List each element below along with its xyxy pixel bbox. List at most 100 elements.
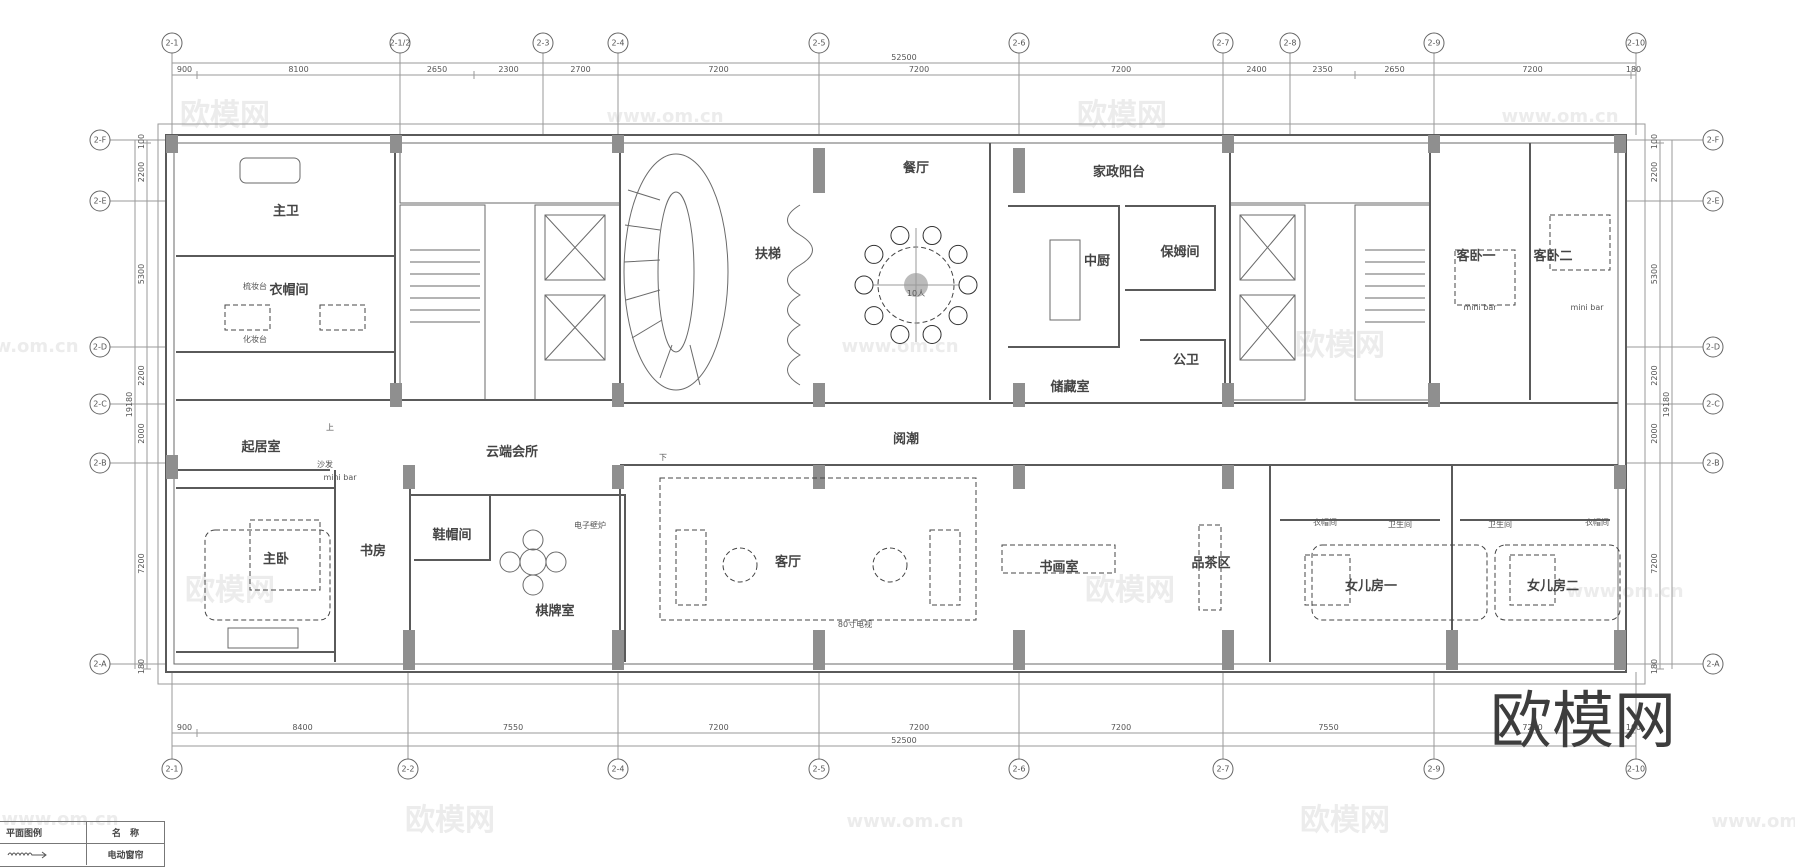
guest-bed bbox=[1454, 249, 1516, 306]
watermark-logo-large: 欧模网 bbox=[1490, 684, 1676, 757]
grid-label: 2-B bbox=[1706, 459, 1719, 468]
grid-bubble bbox=[808, 32, 830, 54]
grid-bubble bbox=[532, 32, 554, 54]
master-bed bbox=[249, 519, 321, 591]
grid-label: 2-7 bbox=[1216, 39, 1229, 48]
note-tv: 80寸电视 bbox=[838, 619, 872, 629]
watermark-url: www.om.cn bbox=[606, 106, 723, 127]
grid-label: 2-5 bbox=[812, 39, 825, 48]
watermark-logo: 欧模网 bbox=[1077, 98, 1167, 133]
grid-label: 2-F bbox=[1707, 136, 1720, 145]
room-label-guest-room-2: 客卧二 bbox=[1533, 248, 1572, 264]
grid-bubble bbox=[808, 758, 830, 780]
room-label-sitting-room: 起居室 bbox=[240, 439, 280, 455]
dimension-value: 180 bbox=[1626, 65, 1641, 74]
dimension-value: 7200 bbox=[1111, 65, 1131, 74]
legend-header-name: 名 称 bbox=[111, 829, 139, 839]
grid-bubble bbox=[1702, 653, 1724, 675]
dimension-value: 7200 bbox=[708, 723, 728, 732]
grid-label: 2-9 bbox=[1427, 765, 1440, 774]
room-label-storage: 储藏室 bbox=[1049, 379, 1089, 395]
room-label-service-balcony: 家政阳台 bbox=[1093, 164, 1145, 180]
note-bathroom: 卫生间 bbox=[1488, 519, 1512, 529]
grid-label: 2-D bbox=[1706, 343, 1720, 352]
grid-label: 2-F bbox=[94, 136, 107, 145]
dimension-value: 100 bbox=[1626, 723, 1641, 732]
note-stairs-down: 下 bbox=[659, 453, 667, 462]
room-label-living-room: 客厅 bbox=[775, 554, 801, 570]
dimension-value: 7200 bbox=[909, 723, 929, 732]
room-label-kitchen: 中厨 bbox=[1084, 253, 1110, 269]
grid-label: 2-5 bbox=[812, 765, 825, 774]
dining-chairs bbox=[854, 226, 978, 344]
bathtub bbox=[239, 157, 301, 184]
grid-bubble bbox=[607, 758, 629, 780]
grid-bubble bbox=[1702, 393, 1724, 415]
dimension-value: 2200 bbox=[1650, 365, 1659, 385]
grid-bubble bbox=[1008, 758, 1030, 780]
dimension-value: 2650 bbox=[427, 65, 447, 74]
grid-bubble bbox=[1702, 190, 1724, 212]
grid-bubble bbox=[161, 32, 183, 54]
feature-wall bbox=[787, 204, 813, 386]
grid-bubble bbox=[1008, 32, 1030, 54]
room-label-master-bath: 主卫 bbox=[273, 203, 299, 219]
room-label-card-room: 棋牌室 bbox=[534, 603, 574, 619]
dimension-value: 2200 bbox=[137, 365, 146, 385]
curtain-symbol-icon bbox=[0, 844, 87, 865]
grid-label: 2-D bbox=[93, 343, 107, 352]
painting-table bbox=[1001, 544, 1116, 574]
elevator-icon bbox=[544, 214, 1296, 361]
grid-bubble bbox=[607, 32, 629, 54]
watermark-logo: 欧模网 bbox=[1300, 803, 1390, 838]
room-label-dining: 餐厅 bbox=[902, 160, 929, 176]
elevator-core-left bbox=[534, 204, 621, 401]
watermark-logo: 欧模网 bbox=[405, 803, 495, 838]
grid-label: 2-9 bbox=[1427, 39, 1440, 48]
dimension-value: 2700 bbox=[570, 65, 590, 74]
grid-label: 2-A bbox=[93, 660, 107, 669]
note-mini-bar: mini bar bbox=[1463, 303, 1497, 312]
dimension-total: 19180 bbox=[125, 392, 134, 417]
dimension-value: 100 bbox=[1650, 134, 1659, 149]
sofa bbox=[675, 529, 707, 606]
furniture bbox=[204, 157, 1621, 649]
structural-columns bbox=[166, 135, 1626, 670]
legend-header: 平面图例 名 称 bbox=[0, 822, 164, 844]
grid-bubble bbox=[89, 190, 111, 212]
dimension-value: 2650 bbox=[1384, 65, 1404, 74]
room-label-tea-area: 品茶区 bbox=[1191, 555, 1230, 571]
watermark-url: www.om.cn bbox=[1711, 811, 1795, 832]
grid-label: 2-1/2 bbox=[390, 39, 411, 48]
grid-label: 2-4 bbox=[611, 39, 624, 48]
room-label-nanny-room: 保姆间 bbox=[1159, 244, 1199, 260]
room-label-shoe-closet: 鞋帽间 bbox=[432, 527, 471, 543]
dining-chair bbox=[864, 306, 884, 326]
dimension-total: 52500 bbox=[891, 736, 916, 745]
grid-label: 2-8 bbox=[1283, 39, 1296, 48]
grid-label: 2-E bbox=[93, 197, 106, 206]
room-label-sky-club: 云端会所 bbox=[486, 444, 538, 460]
grid-label: 2-1 bbox=[165, 39, 178, 48]
grid-label: 2-7 bbox=[1216, 765, 1229, 774]
grid-bubble bbox=[89, 336, 111, 358]
grid-bubble bbox=[1423, 758, 1445, 780]
service-cores bbox=[399, 142, 1431, 401]
stair-core-left bbox=[399, 204, 486, 401]
room-label-daughter-room-2: 女儿房二 bbox=[1527, 578, 1579, 594]
grid-bubble bbox=[1625, 32, 1647, 54]
grid-label: 2-A bbox=[1706, 660, 1720, 669]
grid-label: 2-C bbox=[1706, 400, 1720, 409]
dimension-value: 7200 bbox=[1111, 723, 1131, 732]
grid-bubble bbox=[1702, 452, 1724, 474]
dimension-value: 180 bbox=[137, 659, 146, 674]
dimension-value: 2200 bbox=[1650, 162, 1659, 182]
daughter-bed bbox=[1509, 554, 1556, 606]
dimension-value: 7200 bbox=[909, 65, 929, 74]
dining-chair bbox=[958, 275, 978, 295]
shaft-right bbox=[1229, 142, 1431, 204]
dimension-value: 2350 bbox=[1312, 65, 1332, 74]
dimension-value: 7200 bbox=[137, 553, 146, 573]
room-label-daughter-room-1: 女儿房一 bbox=[1345, 578, 1397, 594]
